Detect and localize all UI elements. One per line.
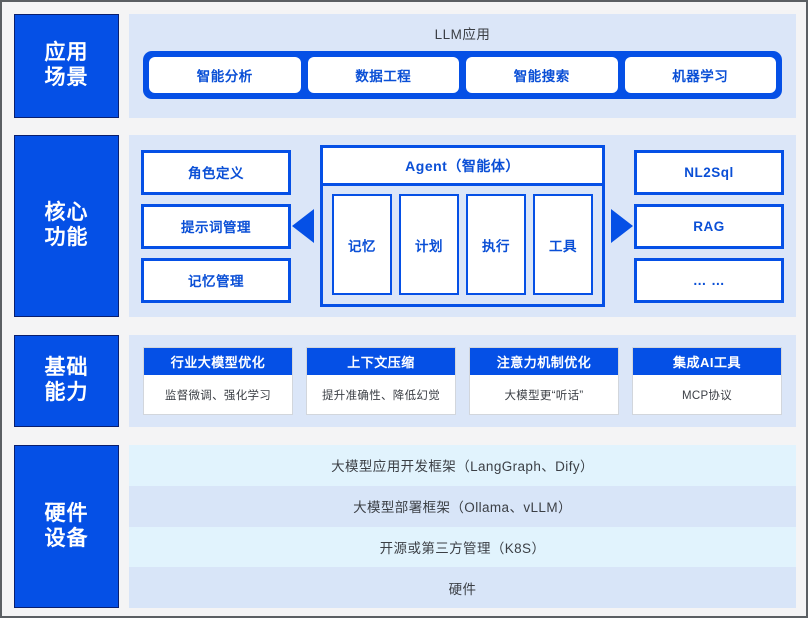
capability-card-title: 注意力机制优化 (470, 348, 618, 375)
infra-row-open-source-management[interactable]: 开源或第三方管理（K8S） (129, 526, 796, 568)
core-right-column: NL2Sql RAG … … (634, 149, 784, 303)
agent-parts-group: 记忆 计划 执行 工具 (323, 186, 602, 304)
core-box-memory-management[interactable]: 记忆管理 (141, 257, 291, 303)
core-box-nl2sql[interactable]: NL2Sql (634, 149, 784, 195)
capability-card-context-compression[interactable]: 上下文压缩 提升准确性、降低幻觉 (306, 347, 456, 415)
capability-card-attention-optimization[interactable]: 注意力机制优化 大模型更“听话” (469, 347, 619, 415)
arrow-left-icon (290, 209, 314, 243)
agent-panel-title: Agent（智能体） (323, 148, 602, 186)
tier-label-line1: 应用 (44, 41, 89, 65)
arrow-right-icon (611, 209, 635, 243)
tier-label-line1: 硬件 (44, 501, 89, 525)
app-chip-intelligent-analysis[interactable]: 智能分析 (149, 57, 301, 93)
agent-part-execute[interactable]: 执行 (466, 194, 526, 295)
capability-card-title: 行业大模型优化 (144, 348, 292, 375)
capability-card-industry-model-optimization[interactable]: 行业大模型优化 监督微调、强化学习 (143, 347, 293, 415)
capability-card-subtitle: 提升准确性、降低幻觉 (322, 389, 440, 402)
agent-part-plan[interactable]: 计划 (399, 194, 459, 295)
tier-label-line2: 能力 (44, 381, 89, 404)
app-chip-intelligent-search[interactable]: 智能搜索 (466, 57, 618, 93)
capability-card-subtitle: 监督微调、强化学习 (164, 389, 272, 402)
tier-body-core-functions: 角色定义 提示词管理 记忆管理 Agent（智能体） 记忆 计划 执行 工具 (129, 135, 796, 317)
app-chip-data-engineering[interactable]: 数据工程 (307, 57, 459, 93)
capability-card-grid: 行业大模型优化 监督微调、强化学习 上下文压缩 提升准确性、降低幻觉 注意力机制… (129, 335, 796, 427)
tier-application-scenarios: 应用 场景 LLM应用 智能分析 数据工程 智能搜索 机器学习 (14, 14, 796, 118)
capability-card-title: 上下文压缩 (307, 348, 455, 375)
application-chip-group: 智能分析 数据工程 智能搜索 机器学习 (143, 51, 782, 99)
tier-body-application-scenarios: LLM应用 智能分析 数据工程 智能搜索 机器学习 (129, 14, 796, 118)
tier-label-hardware-devices: 硬件 设备 (14, 445, 119, 608)
tier-core-functions: 核心 功能 角色定义 提示词管理 记忆管理 Agent（智能体） 记忆 计划 执… (14, 135, 796, 317)
tier-body-foundational-capabilities: 行业大模型优化 监督微调、强化学习 上下文压缩 提升准确性、降低幻觉 注意力机制… (129, 335, 796, 427)
tier-label-line2: 设备 (44, 526, 89, 550)
tier-label-line2: 功能 (44, 226, 89, 249)
infra-row-hardware[interactable]: 硬件 (129, 567, 796, 608)
tier-label-line1: 核心 (44, 201, 89, 225)
core-box-role-definition[interactable]: 角色定义 (141, 149, 291, 195)
infra-row-deployment-framework[interactable]: 大模型部署框架（Ollama、vLLM） (129, 485, 796, 527)
core-functions-grid: 角色定义 提示词管理 记忆管理 Agent（智能体） 记忆 计划 执行 工具 (129, 135, 796, 317)
capability-card-title: 集成AI工具 (633, 348, 781, 375)
capability-card-subtitle: 大模型更“听话” (504, 389, 584, 402)
core-left-column: 角色定义 提示词管理 记忆管理 (141, 149, 291, 303)
core-box-prompt-management[interactable]: 提示词管理 (141, 203, 291, 249)
infra-row-app-dev-framework[interactable]: 大模型应用开发框架（LangGraph、Dify） (129, 445, 796, 486)
agent-part-tools[interactable]: 工具 (533, 194, 593, 295)
tier-label-core-functions: 核心 功能 (14, 135, 119, 317)
tier-body-hardware-devices: 大模型应用开发框架（LangGraph、Dify） 大模型部署框架（Ollama… (129, 445, 796, 608)
agent-panel: Agent（智能体） 记忆 计划 执行 工具 (320, 145, 605, 307)
tier-label-application-scenarios: 应用 场景 (14, 14, 119, 118)
tier-foundational-capabilities: 基础 能力 行业大模型优化 监督微调、强化学习 上下文压缩 提升准确性、降低幻觉… (14, 335, 796, 427)
tier-label-line2: 场景 (44, 66, 89, 89)
core-box-rag[interactable]: RAG (634, 203, 784, 249)
capability-card-subtitle: MCP协议 (681, 389, 733, 402)
capability-card-ai-tool-integration[interactable]: 集成AI工具 MCP协议 (632, 347, 782, 415)
tier-label-line1: 基础 (44, 356, 89, 380)
agent-part-memory[interactable]: 记忆 (332, 194, 392, 295)
core-box-more[interactable]: … … (634, 257, 784, 303)
tier-hardware-devices: 硬件 设备 大模型应用开发框架（LangGraph、Dify） 大模型部署框架（… (14, 445, 796, 608)
app-chip-machine-learning[interactable]: 机器学习 (624, 57, 776, 93)
tier-label-foundational-capabilities: 基础 能力 (14, 335, 119, 427)
llm-application-title: LLM应用 (434, 27, 491, 42)
infrastructure-stack: 大模型应用开发框架（LangGraph、Dify） 大模型部署框架（Ollama… (129, 445, 796, 608)
